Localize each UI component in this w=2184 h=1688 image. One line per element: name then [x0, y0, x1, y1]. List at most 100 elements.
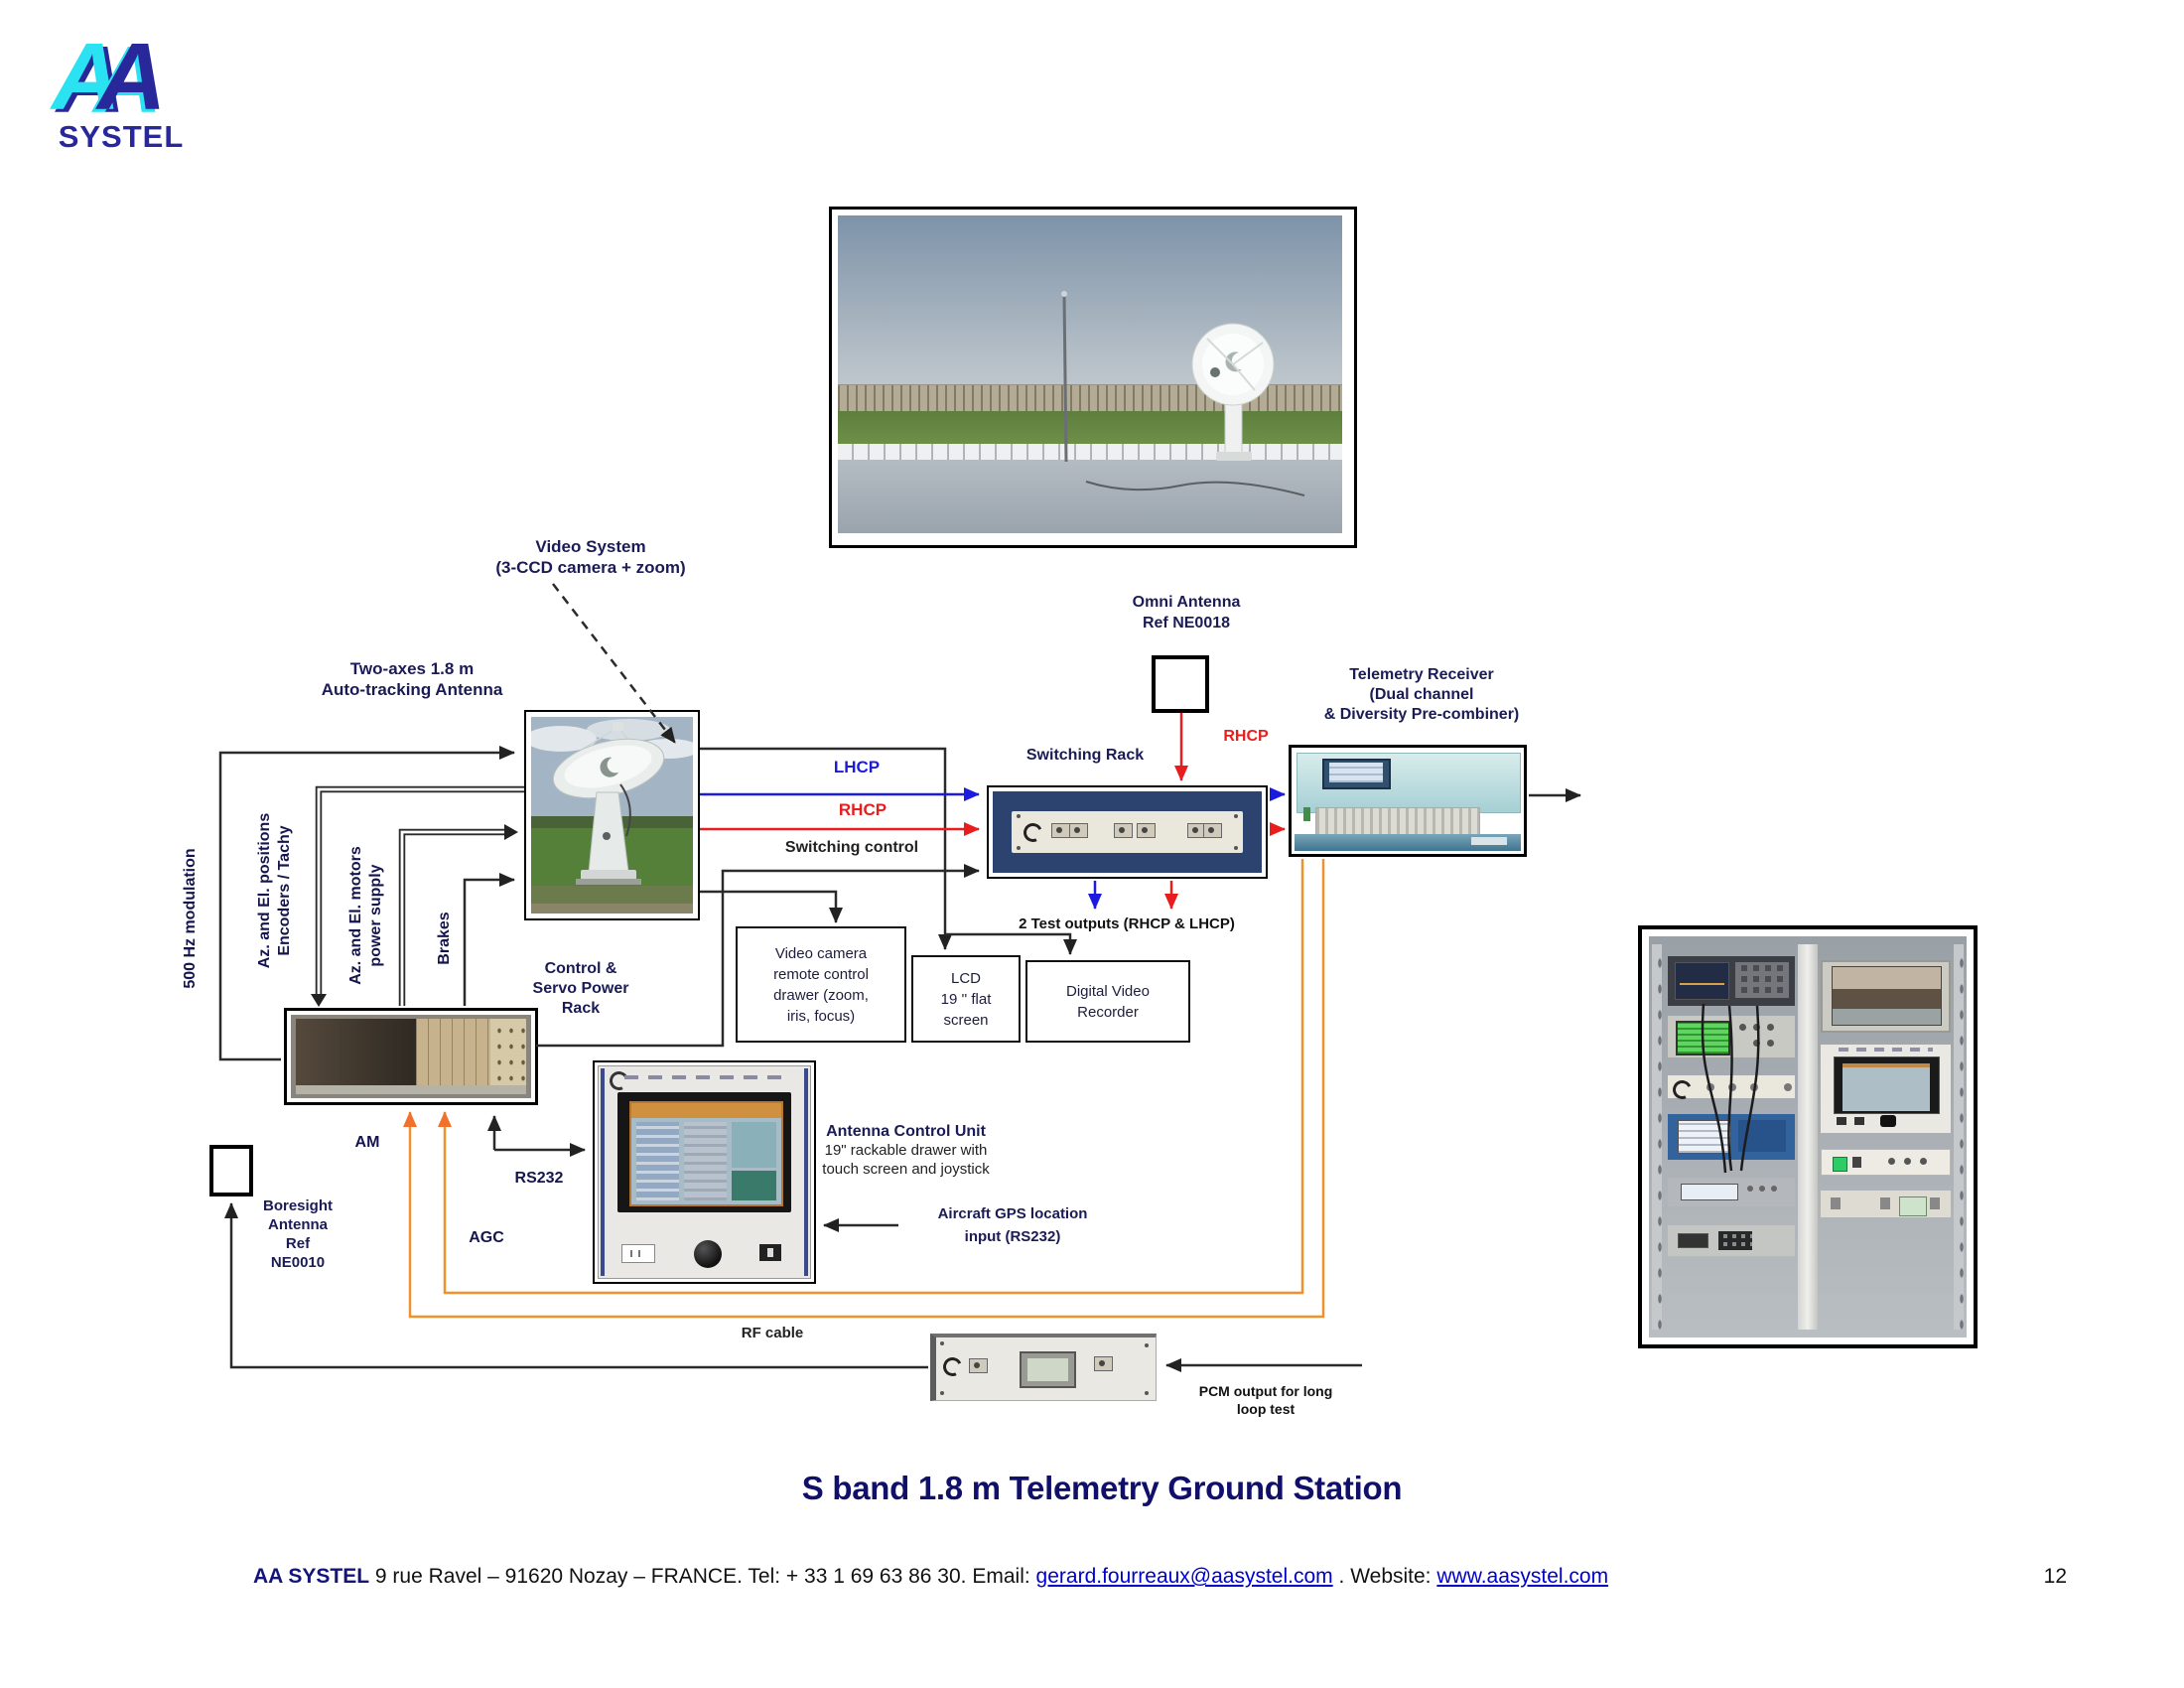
connector — [1113, 823, 1133, 839]
acu-in-rack — [1820, 1044, 1951, 1134]
pcm-test-unit-photo — [930, 1334, 1157, 1401]
connector — [1069, 822, 1089, 838]
motors-power-label: Az. and El. motors power supply — [347, 846, 384, 985]
page-number: 12 — [2043, 1565, 2067, 1588]
rooftop-photo-image — [838, 215, 1342, 533]
acu-screen-block — [732, 1170, 777, 1201]
connector — [1136, 823, 1156, 839]
photo-roof — [838, 460, 1342, 533]
rack-cables — [1701, 1003, 1760, 1174]
acu-joystick-knob — [693, 1239, 722, 1268]
brand-crescent-icon — [939, 1354, 965, 1379]
connector — [1094, 1355, 1114, 1371]
control-panel — [1820, 1148, 1951, 1176]
receiver-drawer — [1295, 833, 1521, 851]
rack-rail — [1652, 944, 1663, 1330]
acu-screen-column — [732, 1121, 777, 1169]
logo-a-navy-icon: A — [97, 24, 167, 130]
digital-video-recorder-box: Digital Video Recorder — [1025, 960, 1190, 1043]
tracking-antenna-label: Two-axes 1.8 m Auto-tracking Antenna — [321, 659, 503, 699]
photo-antenna-overlay — [1061, 291, 1305, 496]
gps-input-label: Aircraft GPS location input (RS232) — [937, 1205, 1088, 1245]
footer: AA SYSTEL 9 rue Ravel – 91620 Nozay – FR… — [253, 1565, 1941, 1589]
footer-website-link[interactable]: www.aasystel.com — [1436, 1565, 1609, 1588]
rf-cable-label: RF cable — [741, 1325, 804, 1341]
acu-screen-titlebar — [631, 1103, 781, 1118]
rack-rail — [1953, 944, 1964, 1330]
acu-header-text — [623, 1074, 785, 1079]
receiver-chassis — [1297, 753, 1521, 813]
connector — [969, 1358, 989, 1374]
video-drawer-box: Video camera remote control drawer (zoom… — [736, 926, 906, 1043]
switching-rack-photo — [987, 785, 1268, 879]
receiver-latch — [1303, 806, 1311, 821]
footer-tel: Tel: + 33 1 69 63 86 30. — [748, 1565, 967, 1588]
acu-label: Antenna Control Unit 19" rackable drawer… — [822, 1123, 990, 1178]
telemetry-receiver-label: Telemetry Receiver (Dual channel & Diver… — [1323, 666, 1520, 723]
switching-rack-photo-image — [993, 791, 1262, 873]
test-outputs-label: 2 Test outputs (RHCP & LHCP) — [1019, 915, 1235, 932]
tracking-antenna-photo-image — [525, 717, 700, 914]
rs232-signal-label: RS232 — [514, 1170, 564, 1187]
pcm-output-label: PCM output for long loop test — [1198, 1383, 1333, 1417]
acu-screen-column — [635, 1121, 680, 1201]
connector — [1203, 822, 1223, 838]
telemetry-receiver-photo — [1289, 745, 1527, 857]
rack-modules — [415, 1019, 490, 1088]
footer-dot: . — [1338, 1565, 1345, 1588]
acu-screen-bezel — [617, 1091, 791, 1212]
rack-right-column — [1820, 944, 1951, 1330]
acu-touch-screen — [629, 1101, 783, 1207]
footer-address: 9 rue Ravel – 91620 Nozay – FRANCE. — [374, 1565, 743, 1588]
brand-crescent-icon — [606, 1068, 631, 1093]
video-system-label: Video System (3-CCD camera + zoom) — [495, 537, 686, 577]
tracking-antenna-photo — [524, 710, 700, 920]
acu-rack-ear — [601, 1068, 606, 1276]
modulation-500hz-label: 500 Hz modulation — [182, 848, 199, 989]
brand-crescent-icon — [1020, 819, 1045, 845]
company-logo: A A SYSTEL — [42, 28, 201, 157]
io-panel — [1820, 1191, 1951, 1218]
acu-screen-column — [683, 1121, 728, 1201]
rack-bottom-rail — [295, 1084, 527, 1094]
servo-power-rack-photo — [284, 1008, 538, 1105]
rhcp-signal-label: RHCP — [838, 800, 887, 819]
footer-email-link[interactable]: gerard.fourreaux@aasystel.com — [1035, 1565, 1333, 1588]
rack-connector-panel — [489, 1019, 527, 1088]
rhcp-omni-signal-label: RHCP — [1223, 728, 1269, 745]
equipment-rack-photo — [1638, 925, 1978, 1348]
page-title: S band 1.8 m Telemetry Ground Station — [801, 1470, 1403, 1506]
equipment-rack-photo-image — [1649, 936, 1967, 1337]
signal-generator — [1668, 1177, 1796, 1206]
telemetry-receiver-photo-image — [1295, 751, 1521, 851]
logo-wordmark: SYSTEL — [58, 119, 185, 154]
boresight-antenna-label: Boresight Antenna Ref NE0010 — [262, 1197, 333, 1271]
receiver-keyboard — [1314, 806, 1480, 835]
boresight-antenna-symbol — [209, 1145, 253, 1196]
keypad-unit — [1668, 1225, 1796, 1257]
video-monitor — [1820, 959, 1951, 1034]
rooftop-antenna-photo — [829, 207, 1357, 548]
acu-connector — [621, 1243, 656, 1263]
switching-rack-front-panel — [1011, 810, 1244, 854]
servo-rack-label: Control & Servo Power Rack — [532, 960, 629, 1017]
rack-opening — [295, 1019, 416, 1088]
servo-rack-photo-image — [291, 1015, 531, 1098]
rack-divider — [1798, 944, 1818, 1330]
footer-email-label: Email: — [972, 1565, 1030, 1588]
brakes-label: Brakes — [436, 912, 453, 965]
acu-power-switch — [758, 1243, 781, 1261]
footer-company: AA SYSTEL — [253, 1565, 370, 1588]
agc-signal-label: AGC — [469, 1229, 504, 1246]
spectrum-analyzer — [1668, 955, 1796, 1007]
switching-control-label: Switching control — [784, 839, 919, 856]
acu-photo-image — [598, 1065, 811, 1279]
omni-antenna-label: Omni Antenna Ref NE0018 — [1132, 594, 1241, 632]
switching-rack-label: Switching Rack — [1025, 747, 1145, 764]
am-signal-label: AM — [354, 1134, 380, 1151]
antenna-control-unit-photo — [593, 1060, 816, 1284]
receiver-screen — [1321, 758, 1391, 789]
lhcp-signal-label: LHCP — [833, 758, 881, 776]
lcd-screen-box: LCD 19 '' flat screen — [911, 955, 1021, 1043]
encoders-tachy-label: Az. and El. positions Encoders / Tachy — [256, 812, 293, 969]
